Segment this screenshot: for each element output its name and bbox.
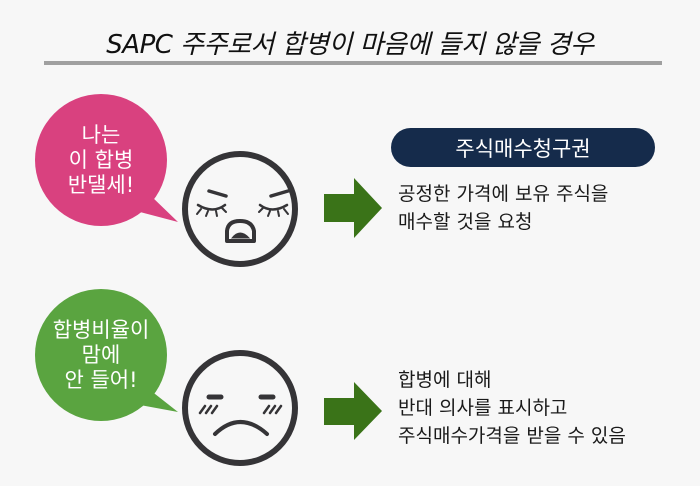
description-1: 공정한 가격에 보유 주식을 매수할 것을 요청: [398, 180, 608, 236]
arrow-right-icon: [324, 178, 382, 238]
green-speech-bubble: [35, 289, 178, 421]
angry-face-icon: [182, 151, 298, 267]
desc-line: 공정한 가격에 보유 주식을: [398, 183, 609, 205]
bubble-line: 나는: [81, 122, 121, 147]
desc-line: 매수할 것을 요청: [398, 211, 533, 233]
description-2: 합병에 대해 반대 의사를 표시하고 주식매수가격을 받을 수 있음: [398, 366, 626, 450]
bubble-text-1: 나는 이 합병 반댈세!: [35, 94, 167, 226]
page-title: SAPC 주주로서 합병이 마음에 들지 않을 경우: [106, 30, 594, 60]
pink-speech-bubble: [35, 94, 178, 226]
bubble-line: 맘에: [81, 342, 121, 367]
bubble-line: 반댈세!: [67, 172, 135, 197]
arrow-right-icon: [324, 382, 382, 440]
bubble-text-2: 합병비율이 맘에 안 들어!: [35, 289, 167, 421]
desc-line: 주식매수가격을 받을 수 있음: [398, 425, 626, 447]
bubble-line: 안 들어!: [64, 367, 138, 392]
title-divider: [44, 61, 662, 65]
bubble-line: 이 합병: [68, 147, 134, 172]
bubble-line: 합병비율이: [52, 317, 150, 342]
appraisal-right-label: 주식매수청구권: [391, 128, 655, 167]
desc-line: 합병에 대해: [398, 369, 492, 391]
desc-line: 반대 의사를 표시하고: [398, 397, 568, 419]
sad-face-icon: [182, 350, 298, 466]
